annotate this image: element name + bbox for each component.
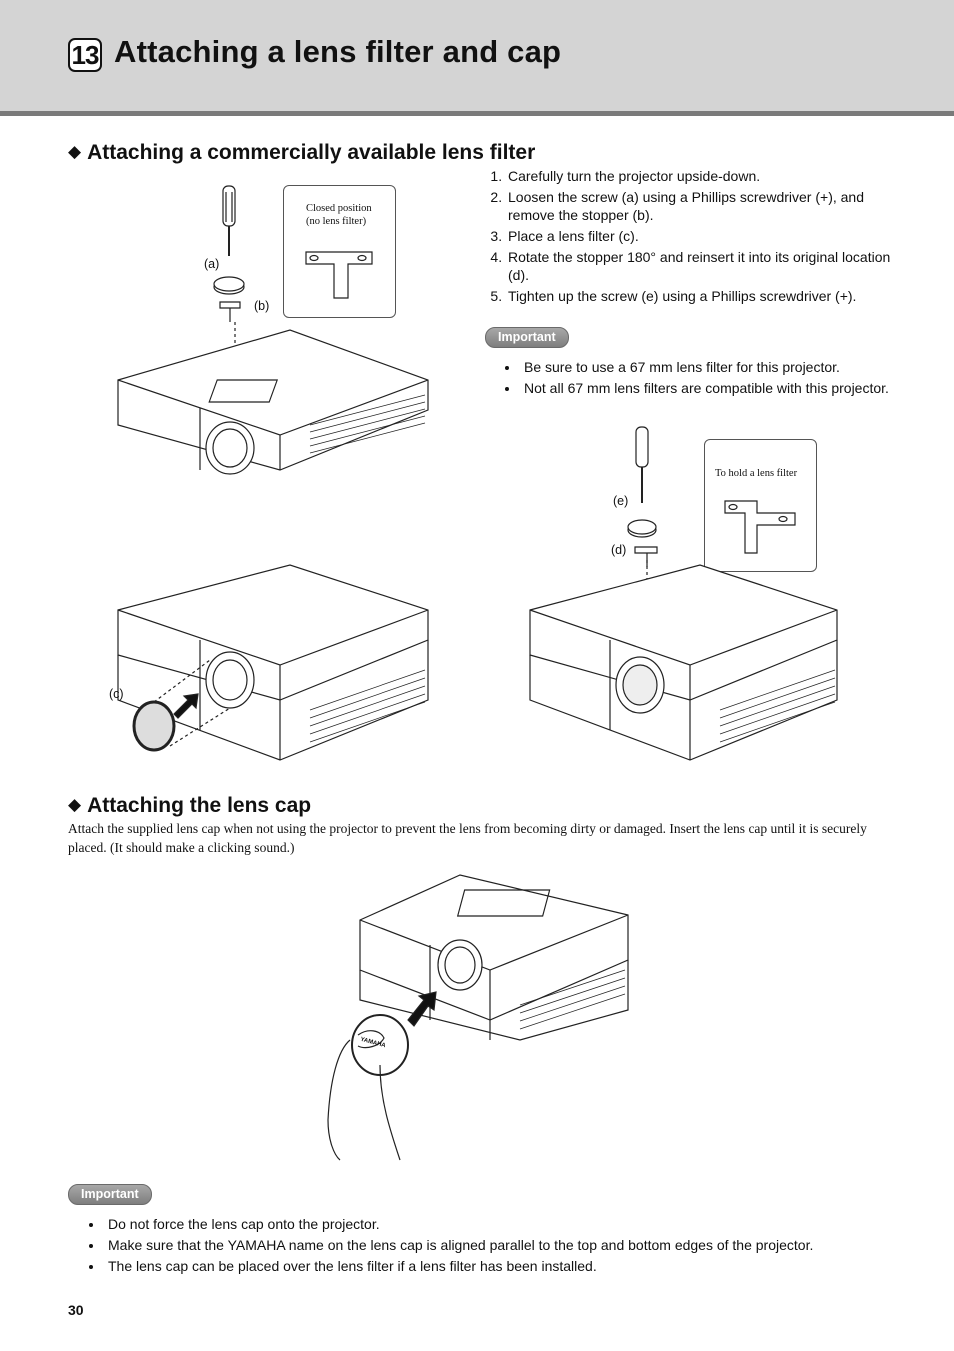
filter-steps-list: Carefully turn the projector upside-down… [483,167,901,308]
cap-important-notes: Do not force the lens cap onto the proje… [88,1215,924,1278]
important-note-item: The lens cap can be placed over the lens… [104,1257,924,1275]
diamond-bullet-icon: ◆ [68,142,82,161]
label-a: (a) [204,257,220,271]
stopper-closed-icon [305,251,373,299]
diamond-bullet-icon: ◆ [68,795,82,814]
page-header: 13 Attaching a lens filter and cap [0,0,954,116]
section-heading-text: Attaching a commercially available lens … [87,141,536,164]
section-heading-text: Attaching the lens cap [87,794,312,817]
page-title: Attaching a lens filter and cap [114,34,562,69]
projector-stopper-installed-illustration [529,560,838,761]
label-c: (c) [109,687,124,701]
step-item: Carefully turn the projector upside-down… [506,167,901,185]
important-note-item: Make sure that the YAMAHA name on the le… [104,1236,924,1254]
label-b: (b) [254,299,270,313]
callout-hold-filter-text: To hold a lens filter [715,468,798,479]
step-item: Place a lens filter (c). [506,227,901,245]
section-heading-lens-filter: ◆ Attaching a commercially available lens… [68,141,535,165]
important-tag-cap: Important [68,1184,152,1205]
projector-lens-filter-illustration [117,564,429,761]
important-note-item: Be sure to use a 67 mm lens filter for t… [520,358,890,376]
step-item: Rotate the stopper 180° and reinsert it … [506,248,901,284]
callout-closed-position-text: Closed position (no lens filter) [306,203,372,227]
step-item: Loosen the screw (a) using a Phillips sc… [506,188,901,224]
lens-cap-description: Attach the supplied lens cap when not us… [68,821,867,855]
screw-reinsert-illustration [627,426,658,567]
step-item: Tighten up the screw (e) using a Phillip… [506,287,901,305]
section-heading-lens-cap: ◆ Attaching the lens cap [68,794,311,818]
label-d: (d) [611,543,627,557]
stopper-open-icon [724,500,796,554]
label-e: (e) [613,494,629,508]
chapter-number-badge: 13 [68,38,102,72]
filter-important-notes: Be sure to use a 67 mm lens filter for t… [504,358,890,400]
important-note-item: Not all 67 mm lens filters are compatibl… [520,379,890,397]
callout-closed-position: Closed position (no lens filter) [283,185,396,318]
page-number: 30 [68,1302,84,1318]
projector-lens-cap-illustration [327,874,629,1161]
projector-screw-removal-illustration [117,185,429,475]
callout-hold-filter: To hold a lens filter [704,439,817,572]
important-tag-filter: Important [485,327,569,348]
important-note-item: Do not force the lens cap onto the proje… [104,1215,924,1233]
